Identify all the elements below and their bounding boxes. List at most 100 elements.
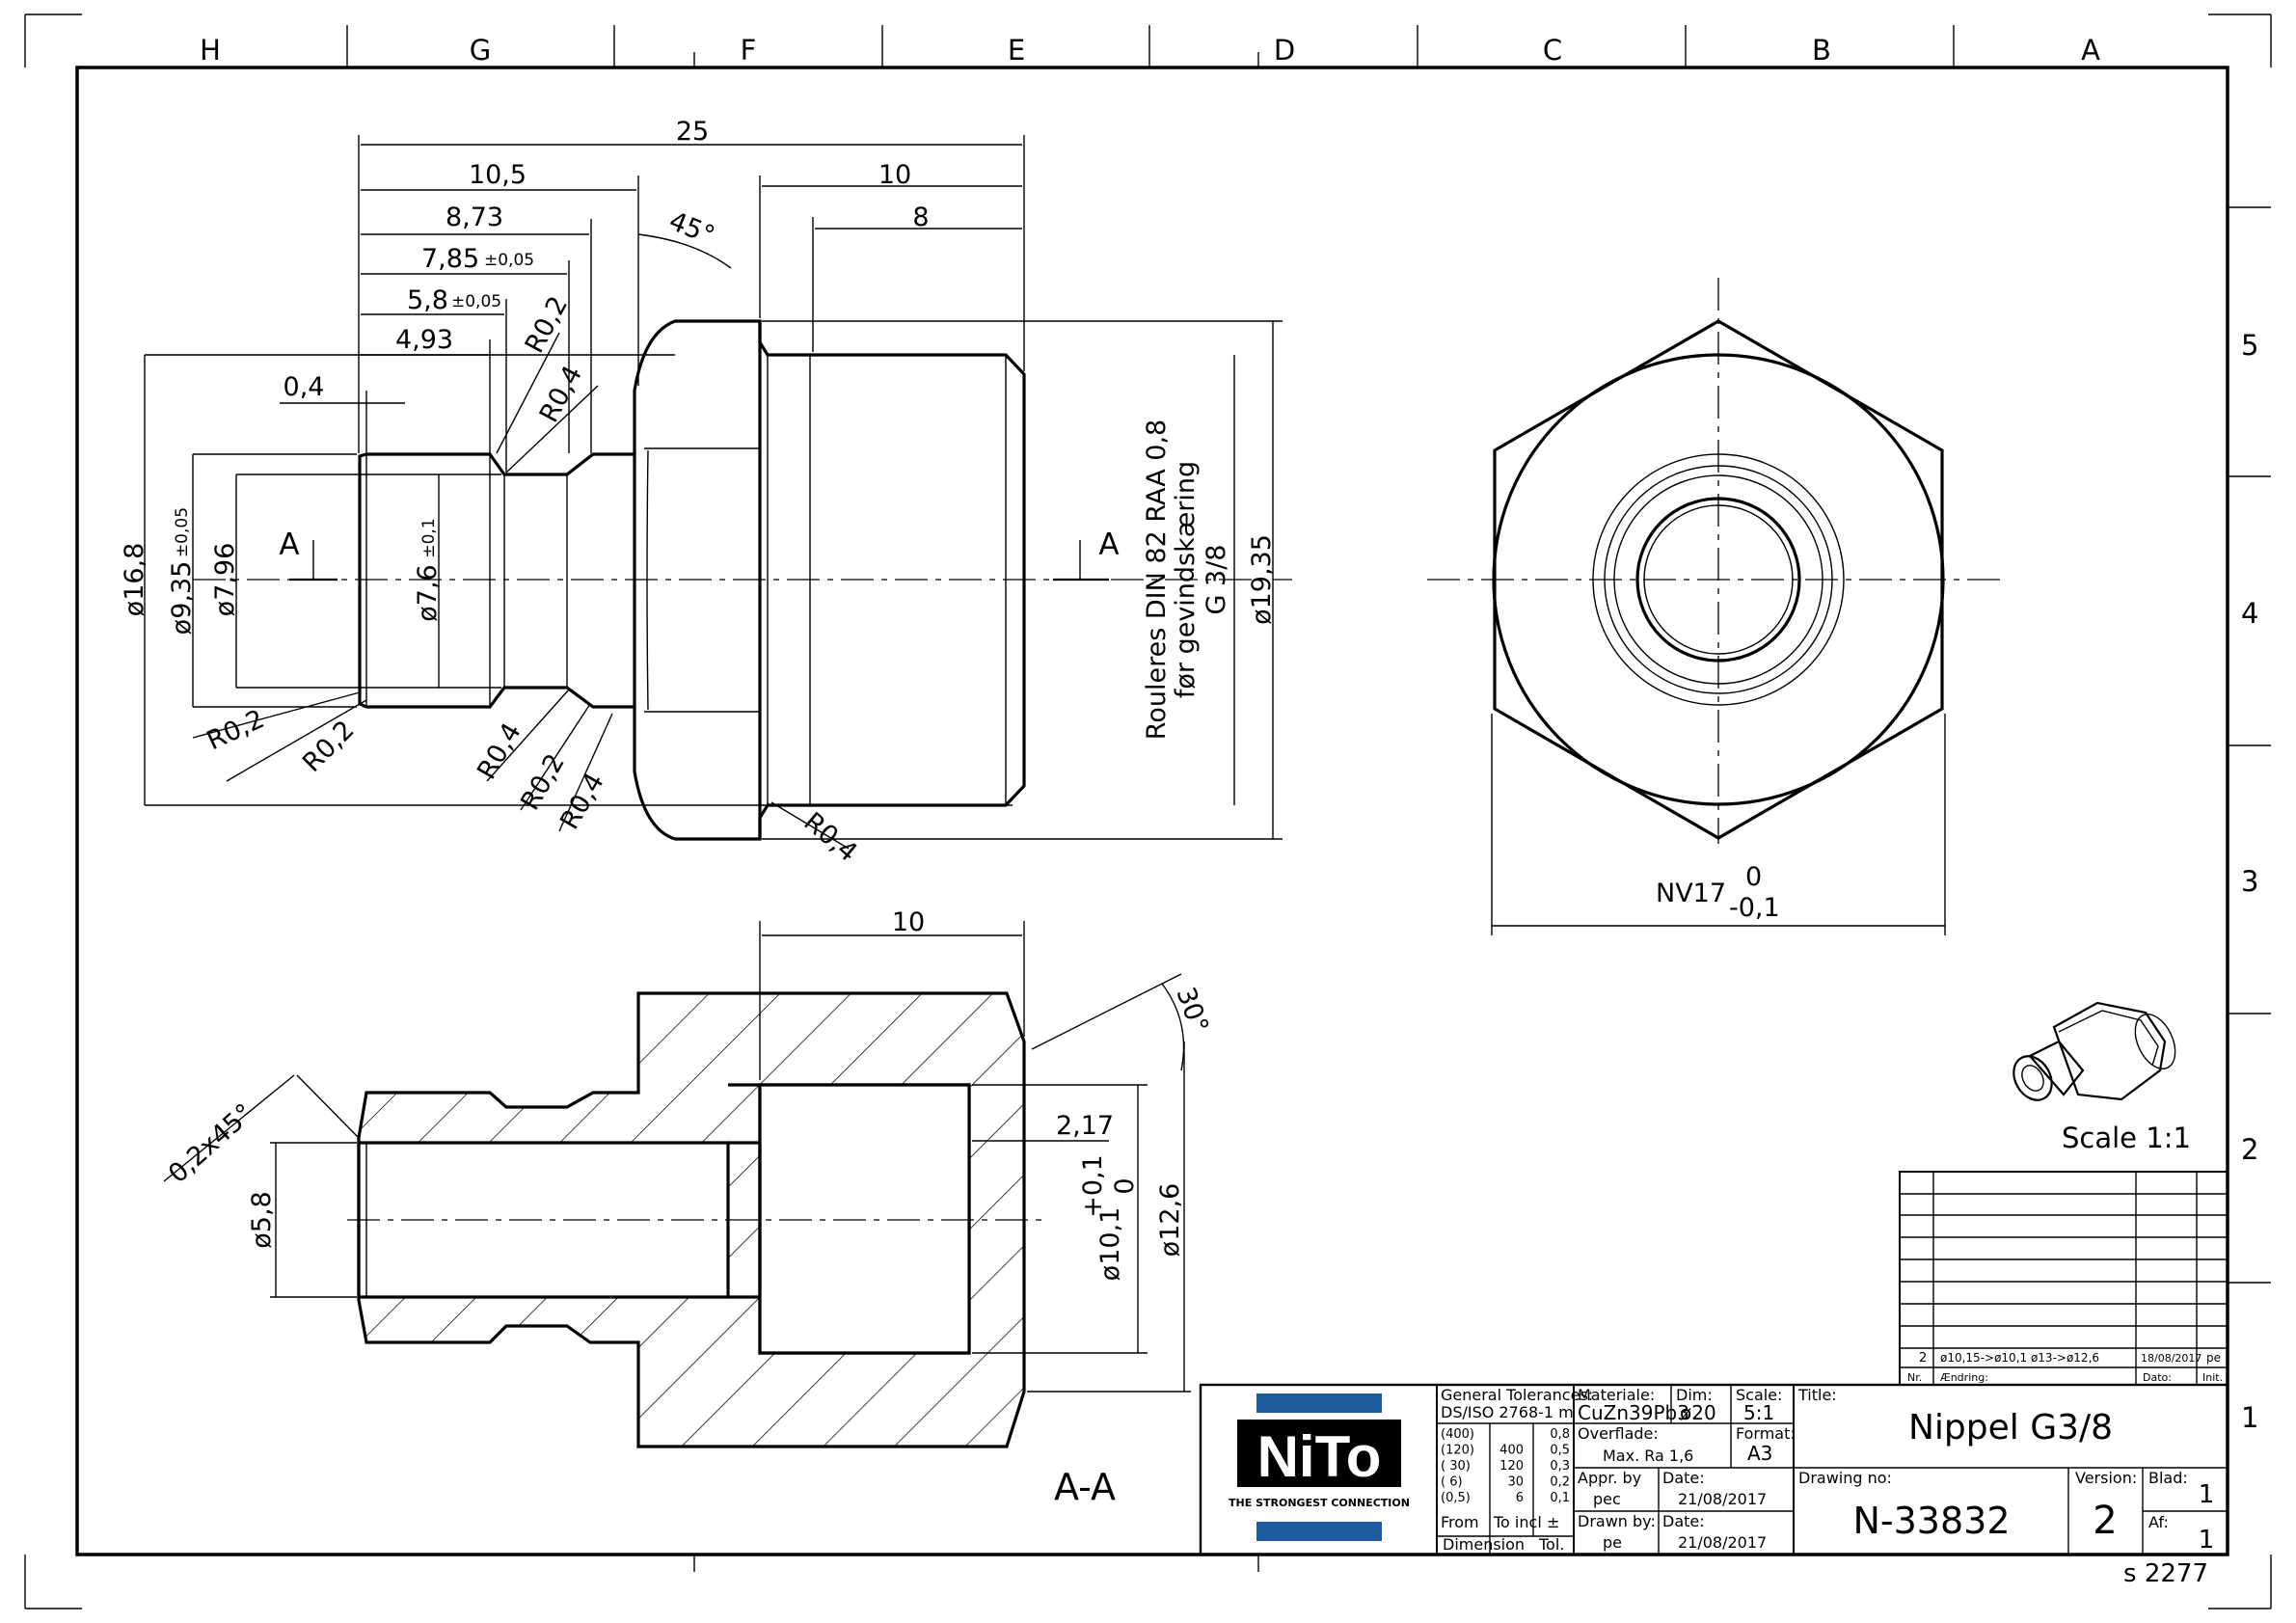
tb-gen-tol-label: General Tolerances: xyxy=(1441,1386,1593,1404)
footer-code: s 2277 xyxy=(2123,1559,2208,1588)
tol-row-tol: 0,8 xyxy=(1550,1427,1570,1442)
tb-scale-label: Scale: xyxy=(1736,1386,1782,1404)
sec-dia-5-8: ø5,8 xyxy=(247,1191,277,1248)
tb-of: 1 xyxy=(2199,1526,2215,1555)
dia-7-96: ø7,96 xyxy=(210,543,240,617)
sec-dim-10: 10 xyxy=(892,907,925,937)
tb-of-label: Af: xyxy=(2148,1513,2169,1531)
dim-7-85-tol: ±0,05 xyxy=(484,251,534,270)
dim-5-8: 5,8 xyxy=(407,285,448,315)
grid-row-1: 1 xyxy=(2241,1401,2258,1434)
logo-wordmark: NiTo xyxy=(1257,1424,1382,1489)
dim-7-85: 7,85 xyxy=(421,244,479,274)
tol-row-from: ( 30) xyxy=(1441,1459,1471,1474)
radius-r02-b: R0,2 xyxy=(203,704,269,756)
dia-9-35: ø9,35 xyxy=(167,561,197,636)
tb-appr-label: Appr. by xyxy=(1578,1469,1641,1487)
radius-r02-a: R0,2 xyxy=(520,291,574,358)
radius-r04-b: R0,4 xyxy=(472,718,527,785)
angle-45: 45° xyxy=(664,206,718,252)
grid-border xyxy=(346,25,2271,1572)
sec-dia-12-6: ø12,6 xyxy=(1155,1183,1185,1258)
dim-10-top: 10 xyxy=(878,160,911,190)
grid-col-G: G xyxy=(470,34,491,67)
rev-date: 18/08/2017 xyxy=(2141,1352,2201,1365)
radius-r04-d: R0,4 xyxy=(798,807,863,868)
tb-version-label: Version: xyxy=(2075,1469,2137,1487)
sec-dia-10-1-tol-zero: 0 xyxy=(1110,1177,1140,1194)
side-view xyxy=(144,135,1292,850)
crop-marks xyxy=(24,14,2272,1609)
tb-surface-label: Overflade: xyxy=(1578,1424,1659,1443)
tb-pm-label: ± xyxy=(1547,1513,1559,1531)
grid-col-D: D xyxy=(1274,34,1295,67)
sec-dia-10-1-tol-plus: +0,1 xyxy=(1078,1154,1108,1218)
dia-16-8: ø16,8 xyxy=(120,543,149,617)
end-view xyxy=(1427,278,2001,935)
dim-4-93: 4,93 xyxy=(395,325,453,355)
dim-8: 8 xyxy=(912,203,929,232)
tol-row-to: 400 xyxy=(1499,1444,1524,1458)
tb-appr-date-label: Date: xyxy=(1662,1469,1705,1487)
sec-chamfer: 0,2x45° xyxy=(163,1098,259,1189)
tol-row-to: 6 xyxy=(1516,1491,1524,1505)
tol-row-to: 30 xyxy=(1507,1475,1524,1490)
tb-to-label: To incl xyxy=(1493,1513,1542,1531)
section-marker-right: A xyxy=(1098,527,1119,562)
sec-angle-30: 30° xyxy=(1170,984,1213,1038)
grid-row-3: 3 xyxy=(2241,865,2258,898)
tol-row-to: 120 xyxy=(1499,1459,1524,1474)
tb-dim: ø20 xyxy=(1680,1401,1716,1424)
nv-tol-lower: -0,1 xyxy=(1729,893,1780,923)
thread-note-2: før gevindskæring xyxy=(1171,461,1201,698)
tb-appr: pec xyxy=(1593,1490,1621,1508)
dim-10-5: 10,5 xyxy=(469,160,527,190)
rev-init: pe xyxy=(2206,1351,2221,1365)
tb-drawing-no: N-33832 xyxy=(1852,1500,2010,1542)
tol-row-from: (400) xyxy=(1441,1427,1474,1442)
grid-col-A: A xyxy=(2081,34,2100,67)
tol-row-from: (0,5) xyxy=(1441,1491,1471,1505)
dia-9-35-tol: ±0,05 xyxy=(173,507,192,557)
dia-7-6-tol: ±0,1 xyxy=(419,518,439,557)
sec-dia-10-1: ø10,1 xyxy=(1095,1207,1125,1282)
grid-row-2: 2 xyxy=(2241,1133,2258,1166)
radius-r02-c: R0,2 xyxy=(297,715,361,778)
nv-tol-upper: 0 xyxy=(1745,862,1762,892)
tol-row-tol: 0,5 xyxy=(1550,1444,1570,1458)
isometric-view xyxy=(2012,1001,2176,1101)
tb-drawn-date-label: Date: xyxy=(1662,1512,1705,1530)
title-block-grid xyxy=(1199,1383,2229,1556)
tb-dim-label: Dim: xyxy=(1676,1386,1713,1404)
tol-row-tol: 0,1 xyxy=(1550,1491,1570,1505)
thread-note-3: G 3/8 xyxy=(1202,545,1231,615)
rev-header-nr: Nr. xyxy=(1907,1371,1922,1384)
tol-row-from: (120) xyxy=(1441,1444,1474,1458)
grid-row-4: 4 xyxy=(2241,597,2258,630)
section-view-a-a xyxy=(163,921,1191,1448)
logo-tagline: THE STRONGEST CONNECTION xyxy=(1229,1497,1410,1509)
grid-col-F: F xyxy=(741,34,757,67)
tb-dimension-label: Dimension xyxy=(1443,1535,1525,1554)
dim-8-73: 8,73 xyxy=(446,203,503,232)
tb-surface: Max. Ra 1,6 xyxy=(1603,1447,1693,1465)
grid-col-E: E xyxy=(1008,34,1025,67)
dia-7-6: ø7,6 xyxy=(413,564,443,621)
section-label: A-A xyxy=(1054,1466,1116,1508)
section-marker-left: A xyxy=(279,527,299,562)
tb-gen-tol-std: DS/ISO 2768-1 m xyxy=(1441,1403,1574,1421)
tol-row-tol: 0,2 xyxy=(1550,1475,1570,1490)
nito-logo: NiTo THE STRONGEST CONNECTION xyxy=(1229,1393,1410,1541)
radius-r04-a: R0,4 xyxy=(534,361,588,427)
tol-row-tol: 0,3 xyxy=(1550,1459,1570,1474)
tol-row-from: ( 6) xyxy=(1441,1475,1463,1490)
tb-drawn-label: Drawn by: xyxy=(1578,1512,1656,1530)
tb-drawn: pe xyxy=(1603,1533,1622,1552)
grid-row-5: 5 xyxy=(2241,329,2258,362)
grid-col-H: H xyxy=(200,34,221,67)
dim-0-4: 0,4 xyxy=(284,372,325,402)
rev-header-date: Dato: xyxy=(2143,1371,2172,1384)
rev-nr: 2 xyxy=(1919,1351,1927,1366)
tb-title-label: Title: xyxy=(1797,1386,1837,1404)
